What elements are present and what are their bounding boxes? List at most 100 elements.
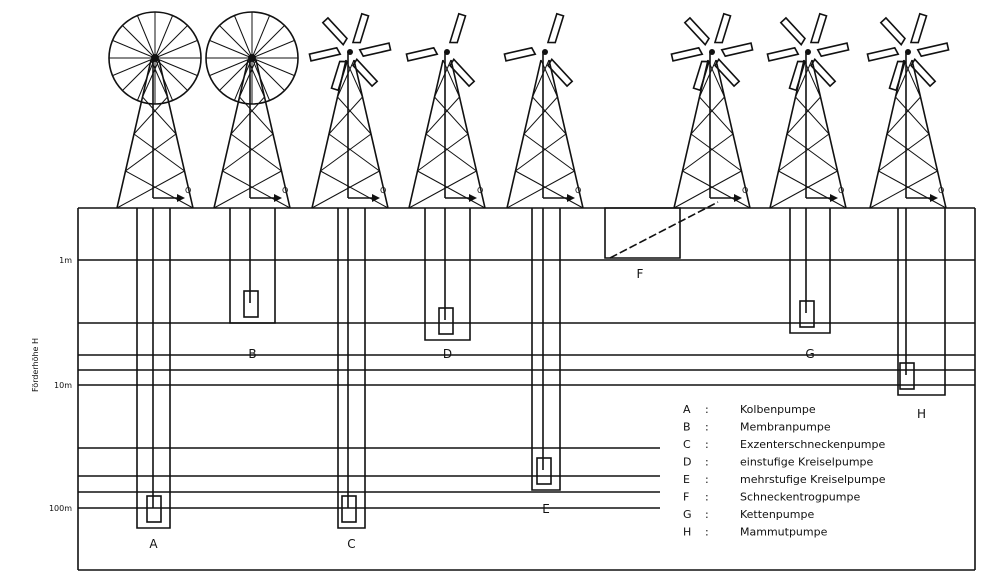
legend-letter: D xyxy=(683,456,691,469)
pump-f: QF xyxy=(604,12,754,281)
legend-separator: : xyxy=(705,491,709,504)
windmill-tower xyxy=(116,59,194,209)
pump-unit xyxy=(536,457,552,485)
windmill-tower xyxy=(213,59,291,209)
legend-letter: A xyxy=(683,403,691,416)
rotor-multi xyxy=(308,12,392,92)
legend-name: Kettenpumpe xyxy=(740,508,814,521)
depth-lines xyxy=(78,259,975,509)
legend-letter: E xyxy=(683,473,690,486)
flow-arrow-icon xyxy=(830,194,838,202)
legend-item: F: Schneckentrogpumpe xyxy=(683,491,860,504)
axis-tick-100m: 100m xyxy=(49,504,72,513)
pump-a: QA xyxy=(108,11,202,551)
axis-title: Förderhöhe H xyxy=(31,338,40,392)
flow-arrow-icon xyxy=(930,194,938,202)
legend-item: E: mehrstufige Kreiselpumpe xyxy=(683,473,886,486)
well-shaft xyxy=(897,208,946,396)
windmill-tower xyxy=(506,59,584,209)
trough xyxy=(604,207,681,259)
legend-letter: H xyxy=(683,526,691,539)
windmill-tower xyxy=(408,59,486,209)
legend-item: A: Kolbenpumpe xyxy=(683,403,816,416)
flow-label: Q xyxy=(185,186,191,195)
flow-label: Q xyxy=(575,186,581,195)
pump-unit xyxy=(146,495,162,523)
pump-unit xyxy=(341,495,357,523)
rotor-multi xyxy=(766,12,850,92)
pump-unit xyxy=(799,300,815,328)
pump-letter: F xyxy=(637,267,644,281)
flow-label: Q xyxy=(938,186,944,195)
axis-tick-1m: 1m xyxy=(59,256,72,265)
well-shaft xyxy=(136,208,171,529)
rotor-wheel xyxy=(205,11,299,105)
flow-arrow-icon xyxy=(567,194,575,202)
pump-letter: C xyxy=(347,537,355,551)
pump-letter: D xyxy=(443,347,452,361)
well-shaft xyxy=(229,208,276,324)
pump-h: QH xyxy=(866,12,950,421)
rotor-multi xyxy=(670,12,754,92)
pump-g: QG xyxy=(766,12,850,361)
flow-arrow-icon xyxy=(177,194,185,202)
legend-name: Schneckentrogpumpe xyxy=(740,491,860,504)
rotor-wheel xyxy=(108,11,202,105)
pump-letter: H xyxy=(917,407,926,421)
legend-separator: : xyxy=(705,403,709,416)
legend-letter: B xyxy=(683,421,691,434)
legend-name: Kolbenpumpe xyxy=(740,403,816,416)
depth-axis: 1m 10m 100m Förderhöhe H xyxy=(31,256,72,513)
flow-label: Q xyxy=(380,186,386,195)
flow-label: Q xyxy=(838,186,844,195)
ground-frame xyxy=(77,207,976,571)
legend-letter: G xyxy=(683,508,692,521)
legend-name: einstufige Kreiselpumpe xyxy=(740,456,874,469)
pump-c: QC xyxy=(308,12,392,551)
flow-arrow-icon xyxy=(734,194,742,202)
flow-arrow-icon xyxy=(469,194,477,202)
well-shaft xyxy=(789,208,831,334)
pump-unit xyxy=(438,307,454,335)
legend-letter: C xyxy=(683,438,691,451)
well-shaft xyxy=(531,208,561,491)
legend-separator: : xyxy=(705,421,709,434)
axis-tick-10m: 10m xyxy=(54,381,72,390)
legend-separator: : xyxy=(705,438,709,451)
legend-name: Mammutpumpe xyxy=(740,526,828,539)
windmill-tower xyxy=(869,59,947,209)
legend-item: C: Exzenterschneckenpumpe xyxy=(683,438,885,451)
pump-unit xyxy=(899,362,915,390)
pump-d: QD xyxy=(405,12,486,361)
pump-letter: A xyxy=(149,537,158,551)
well-shaft xyxy=(337,208,366,529)
legend-item: D: einstufige Kreiselpumpe xyxy=(683,456,874,469)
legend-item: G: Kettenpumpe xyxy=(683,508,814,521)
flow-arrow-icon xyxy=(372,194,380,202)
well-shaft xyxy=(424,208,471,341)
pump-unit xyxy=(243,290,259,318)
legend-separator: : xyxy=(705,473,709,486)
flow-label: Q xyxy=(477,186,483,195)
rotor-multi xyxy=(866,12,950,92)
rotor-three xyxy=(405,12,476,88)
legend-name: Exzenterschneckenpumpe xyxy=(740,438,885,451)
flow-label: Q xyxy=(282,186,288,195)
legend-letter: F xyxy=(683,491,689,504)
legend-item: B: Membranpumpe xyxy=(683,421,831,434)
legend-separator: : xyxy=(705,456,709,469)
legend-separator: : xyxy=(705,508,709,521)
pump-b: QB xyxy=(205,11,299,361)
legend-name: mehrstufige Kreiselpumpe xyxy=(740,473,886,486)
pump-letter: B xyxy=(248,347,256,361)
flow-arrow-icon xyxy=(274,194,282,202)
pump-e: QE xyxy=(503,12,584,516)
pump-letter: G xyxy=(805,347,814,361)
legend-separator: : xyxy=(705,526,709,539)
pump-letter: E xyxy=(542,502,550,516)
legend-name: Membranpumpe xyxy=(740,421,831,434)
legend-item: H: Mammutpumpe xyxy=(683,526,828,539)
